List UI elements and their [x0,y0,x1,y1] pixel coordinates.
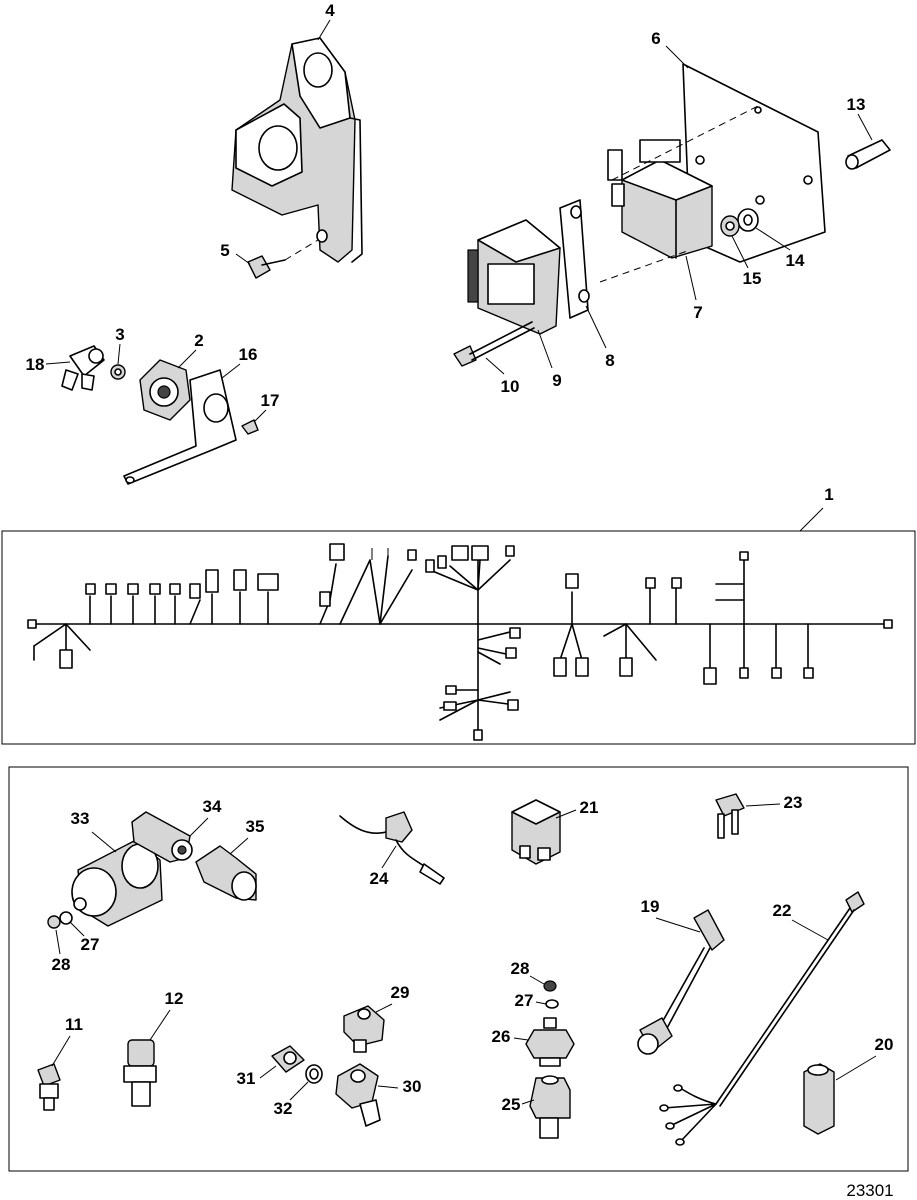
part-16-bracket: 16 [123,345,258,485]
callout-10: 10 [501,377,520,396]
callout-15: 15 [743,269,762,288]
part-12-sensor: 12 [123,989,184,1107]
callout-7: 7 [693,303,702,322]
callout-20: 20 [875,1035,894,1054]
part-32-o-ring: 32 [274,1064,323,1118]
part-30-tee-fitting: 30 [335,1063,422,1127]
part-18-connector: 18 [26,345,105,391]
part-8-strap: 8 [559,199,615,370]
part-11-sensor: 11 [37,1015,83,1111]
callout-35: 35 [246,817,265,836]
part-33-pressure-sender: 33 [71,809,163,927]
callout-23: 23 [784,793,803,812]
callout-12: 12 [165,989,184,1008]
part-5-bolt: 5 [220,239,319,279]
part-23-fuse: 23 [715,793,803,839]
callout-3: 3 [115,325,124,344]
callout-18: 18 [26,355,45,374]
part-17-screw: 17 [241,391,280,435]
part-35-sender: 35 [195,817,265,901]
part-7-module: 7 [599,105,759,322]
part-19-sensor: 19 [637,897,725,1055]
part-4-bracket: 4 [231,1,363,263]
part-27-washer-left: 27 [59,911,100,954]
part-27-washer-right: 27 [515,991,559,1010]
callout-13: 13 [847,95,866,114]
callout-27-right: 27 [515,991,534,1010]
callout-5: 5 [220,241,229,260]
part-28-nut-right: 28 [511,959,557,992]
callout-14: 14 [786,251,805,270]
callout-21: 21 [580,798,599,817]
part-3-nut: 3 [110,325,126,380]
callout-27-left: 27 [81,935,100,954]
part-20-connector: 20 [803,1035,894,1135]
callout-25: 25 [502,1095,521,1114]
callout-19: 19 [641,897,660,916]
callout-4: 4 [325,1,335,20]
callout-29: 29 [391,983,410,1002]
callout-24: 24 [370,869,389,888]
part-25-adapter: 25 [502,1075,571,1139]
part-29-switch: 29 [343,983,410,1053]
callout-33: 33 [71,809,90,828]
callout-17: 17 [261,391,280,410]
part-1-wiring-harness: 1 [1,485,916,745]
part-14-washer: 14 [737,208,805,270]
part-13-pin: 13 [845,95,891,170]
part-26-switch: 26 [492,1017,575,1067]
part-34-fitting: 34 [131,797,222,863]
callout-31: 31 [237,1069,256,1088]
figure-number: 23301 [846,1181,893,1200]
harness-frame [1,530,916,745]
callout-28-right: 28 [511,959,530,978]
callout-34: 34 [203,797,222,816]
part-21-relay: 21 [511,798,599,865]
callout-30: 30 [403,1077,422,1096]
callout-2: 2 [194,331,203,350]
callout-28-left: 28 [52,955,71,974]
callout-26: 26 [492,1027,511,1046]
part-22-lead: 22 [659,891,865,1146]
callout-9: 9 [552,371,561,390]
part-15-nut: 15 [720,215,762,288]
part-31-fitting: 31 [237,1045,305,1088]
callout-22: 22 [773,901,792,920]
callout-16: 16 [239,345,258,364]
callout-32: 32 [274,1099,293,1118]
callout-8: 8 [605,351,614,370]
part-10-bolt: 10 [453,321,535,396]
part-24-sensor: 24 [339,811,445,888]
part-2-solenoid: 2 [139,331,204,421]
part-28-nut-left: 28 [47,915,71,974]
part-9-module: 9 [467,219,562,390]
callout-1: 1 [824,485,833,504]
callout-6: 6 [651,29,660,48]
sensors-frame [8,766,909,1172]
callout-11: 11 [65,1015,83,1034]
